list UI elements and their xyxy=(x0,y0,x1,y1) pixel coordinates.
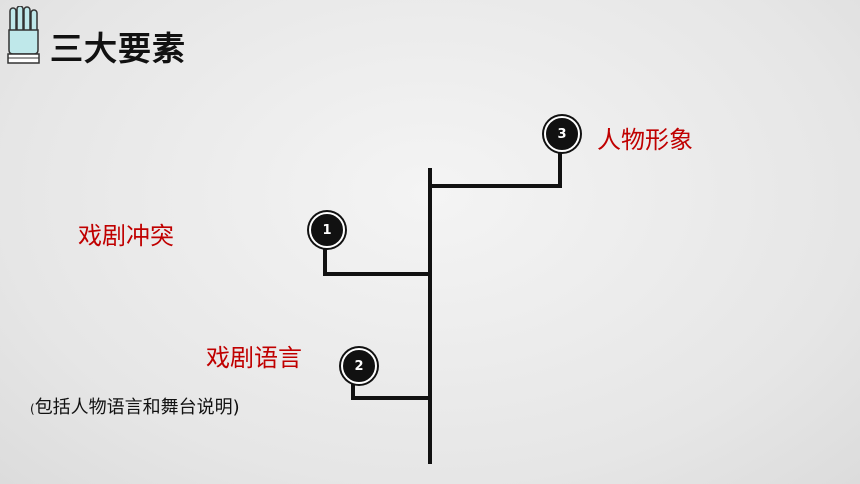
node-note-language: (包括人物语言和舞台说明) xyxy=(30,393,240,419)
node-badge-1: 1 xyxy=(309,212,345,248)
note-open-paren: ( xyxy=(30,402,35,416)
glove-icon xyxy=(7,6,40,64)
branch-line-3 xyxy=(430,150,562,188)
node-label-character: 人物形象 xyxy=(597,126,693,154)
branch-line-2 xyxy=(351,380,430,400)
node-badge-3: 3 xyxy=(544,116,580,152)
node-label-language: 戏剧语言 xyxy=(206,344,302,372)
branch-line-1 xyxy=(323,244,430,276)
node-badge-2: 2 xyxy=(341,348,377,384)
page-title: 三大要素 xyxy=(50,29,186,68)
note-text: 包括人物语言和舞台说明) xyxy=(34,397,240,418)
node-label-conflict: 戏剧冲突 xyxy=(78,222,174,250)
